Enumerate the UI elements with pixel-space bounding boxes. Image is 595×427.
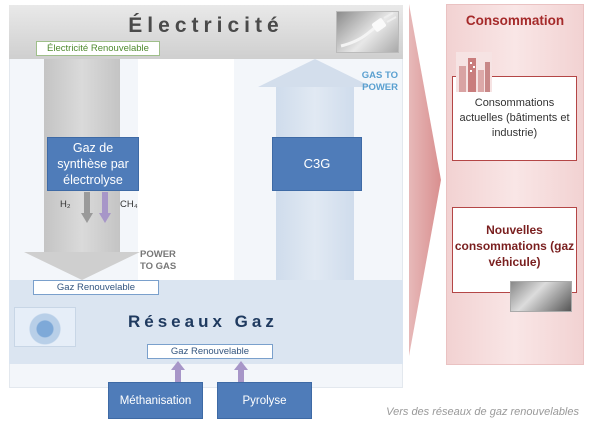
nouvelles-consommations-box: Nouvelles consommations (gaz véhicule) — [452, 207, 577, 293]
city-icon — [456, 52, 492, 92]
chevron-right-arrow — [409, 4, 441, 356]
pyrolyse-up-arrow — [234, 361, 248, 383]
gas-to-power-line2: POWER — [362, 82, 398, 93]
gas-to-power-label: GAS TO POWER — [352, 70, 398, 94]
pyrolyse-box: Pyrolyse — [217, 382, 312, 419]
h2-label: H₂ — [60, 199, 71, 210]
gaz-synthese-label: Gaz de synthèse par électrolyse — [57, 141, 129, 187]
reseaux-gaz-title: Réseaux Gaz — [128, 312, 278, 331]
electricite-title: Électricité — [128, 14, 284, 37]
power-to-gas-line2: TO GAS — [140, 261, 177, 272]
car-fuel-icon — [510, 281, 572, 312]
gaz-synthese-box: Gaz de synthèse par électrolyse — [47, 137, 139, 191]
plug-icon — [336, 11, 399, 53]
ch4-label: CH₄ — [120, 199, 138, 210]
consommations-actuelles-label: Consommations actuelles (bâtiments et in… — [459, 97, 570, 139]
h2-down-arrow — [81, 192, 93, 223]
power-to-gas-label: POWER TO GAS — [140, 249, 176, 273]
nouvelles-consommations-label: Nouvelles consommations (gaz véhicule) — [454, 223, 575, 269]
electricite-renouvelable-label: Électricité Renouvelable — [36, 41, 160, 56]
power-to-gas-arrow-head — [24, 252, 140, 280]
center-gap — [138, 59, 234, 282]
methanisation-up-arrow — [171, 361, 185, 383]
consommation-title: Consommation — [465, 13, 565, 28]
gas-to-power-arrow-head — [258, 59, 372, 87]
gaz-renouvelable-bottom-label: Gaz Renouvelable — [147, 344, 273, 359]
caption: Vers des réseaux de gaz renouvelables — [386, 406, 579, 418]
gas-to-power-line1: GAS TO — [361, 70, 398, 81]
ch4-down-arrow — [99, 192, 111, 223]
gas-burner-icon — [14, 307, 76, 347]
pyrolyse-label: Pyrolyse — [242, 394, 287, 407]
c3g-label: C3G — [303, 156, 331, 171]
power-to-gas-line1: POWER — [140, 249, 176, 260]
methanisation-label: Méthanisation — [119, 394, 192, 407]
gaz-renouvelable-top-label: Gaz Renouvelable — [33, 280, 159, 295]
methanisation-box: Méthanisation — [108, 382, 203, 419]
c3g-box: C3G — [272, 137, 362, 191]
